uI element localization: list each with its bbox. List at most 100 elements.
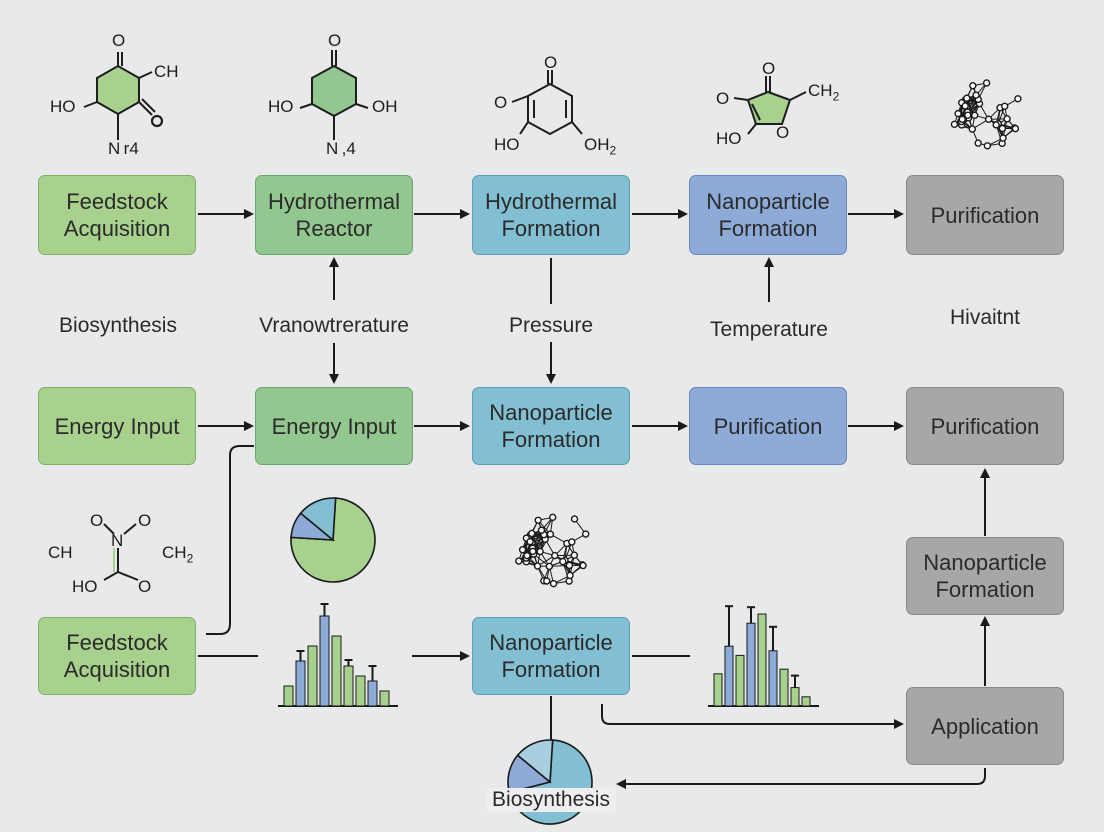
molecule-1-label-ho: HO (50, 97, 76, 116)
molecule-2-label-n: N ,4 (326, 139, 356, 158)
cluster-node (570, 515, 579, 523)
box-energy-input-2: Energy Input (255, 387, 413, 465)
molecule-3-label-o-top: O (544, 53, 558, 72)
box-hydrothermal-formation: Hydrothermal Formation (472, 175, 630, 255)
bar (757, 613, 767, 707)
cluster-node (528, 529, 536, 538)
box-application: Application (906, 687, 1064, 765)
cluster-node (533, 562, 542, 570)
bar-chart-icon (278, 603, 398, 707)
box-nanoparticle-formation-right: Nanoparticle Formation (906, 537, 1064, 615)
label-biosynthesis-top: Biosynthesis (59, 314, 177, 337)
cluster-node (961, 102, 969, 110)
molecule-5-label-ch: CH (48, 543, 73, 562)
pie-slice (299, 497, 337, 542)
label-temperature: Temperature (710, 318, 828, 341)
molecule-2-label-oh: OH (372, 97, 398, 116)
molecule-1-label-o: O (112, 31, 126, 50)
pie-chart-icon (290, 497, 376, 583)
molecule-2-structure (299, 50, 369, 140)
molecule-4-label-o-left: O (716, 89, 730, 108)
cluster-node (559, 557, 567, 566)
molecule-4-label-ho: HO (716, 129, 742, 148)
bar (331, 635, 342, 707)
cluster-node (549, 513, 557, 522)
cluster-node (543, 577, 551, 585)
cluster-node (954, 109, 962, 118)
cluster-node (1014, 95, 1022, 103)
molecule-3-structure (511, 70, 583, 136)
cluster-node (972, 91, 980, 99)
bar (355, 675, 366, 707)
arrow-to-application (601, 704, 904, 729)
bar (779, 668, 789, 707)
cluster-node (570, 551, 579, 559)
pie-slice (516, 739, 554, 784)
molecule-4-structure (733, 76, 807, 135)
box-purification-r2: Purification (689, 387, 847, 465)
cluster-node (982, 79, 991, 87)
cluster-node (545, 562, 554, 571)
cluster-node (999, 134, 1007, 142)
label-hivaitnt: Hivaitnt (949, 306, 1021, 329)
box-hydrothermal-reactor: Hydrothermal Reactor (255, 175, 413, 255)
molecule-2-label-ho: HO (268, 97, 294, 116)
network-cluster-icon (950, 79, 1022, 150)
molecule-3-label-oh2: OH2 (584, 135, 617, 158)
box-feedstock-acquisition-r3: Feedstock Acquisition (38, 617, 196, 695)
cluster-node (1001, 102, 1009, 110)
bar (367, 680, 378, 707)
cluster-node (983, 142, 992, 150)
molecule-1-label-ch: CH (154, 62, 179, 81)
box-feedstock-acquisition: Feedstock Acquisition (38, 175, 196, 255)
cluster-node (565, 561, 574, 570)
cluster-node (971, 111, 979, 120)
bar (746, 622, 756, 707)
cluster-node (992, 121, 1000, 129)
molecule-2-label-o: O (328, 31, 342, 50)
molecule-5-label-ho: HO (72, 577, 98, 596)
molecule-5-structure (103, 523, 139, 581)
label-vranowtrerature: Vranowtrerature (259, 314, 409, 337)
bar (343, 665, 354, 707)
cluster-node (568, 538, 576, 546)
box-purification-r2-right: Purification (906, 387, 1064, 465)
box-purification-r1: Purification (906, 175, 1064, 255)
molecule-1-structure (83, 52, 156, 140)
cluster-node (969, 82, 977, 90)
cluster-node (579, 561, 587, 570)
cluster-node (537, 526, 546, 534)
molecule-5-label-o1: O (90, 511, 104, 530)
bar (319, 615, 330, 707)
bar (801, 696, 811, 707)
cluster-node (1011, 124, 1020, 133)
connectors (198, 209, 990, 789)
molecule-3-label-ho: HO (494, 135, 520, 154)
cluster-node (958, 115, 966, 123)
bar (713, 673, 723, 707)
cluster-node (582, 530, 590, 538)
molecule-4-label-o-top: O (762, 59, 776, 78)
cluster-node (963, 94, 971, 102)
bar-chart-icon (708, 605, 819, 707)
cluster-node (968, 125, 976, 133)
cluster-node (964, 111, 972, 119)
molecule-5-label-ch2: CH2 (162, 543, 194, 566)
molecule-1-label-n: N r4 (108, 139, 139, 158)
cluster-node (551, 551, 559, 560)
box-nanoparticle-formation-r3: Nanoparticle Formation (472, 617, 630, 695)
bar (307, 645, 318, 707)
box-nanoparticle-formation-r1: Nanoparticle Formation (689, 175, 847, 255)
molecule-5-label-n: N (111, 531, 124, 550)
cluster-node (998, 124, 1007, 133)
bar (768, 650, 778, 707)
cluster-node (529, 547, 537, 556)
bar (790, 687, 800, 707)
network-cluster-icon (515, 513, 590, 588)
molecule-3-label-o-left: O (494, 93, 508, 112)
bar (295, 660, 306, 707)
label-biosynthesis-bottom: Biosynthesis (486, 788, 616, 812)
cluster-node (515, 557, 523, 565)
label-pressure: Pressure (508, 314, 594, 337)
